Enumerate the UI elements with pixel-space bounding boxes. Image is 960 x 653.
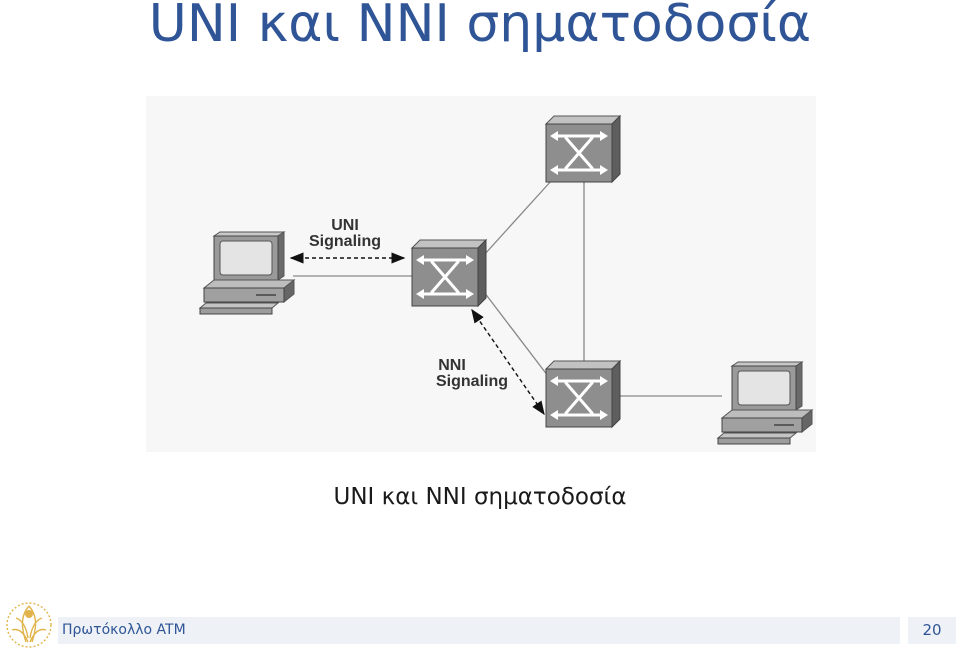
nni-label-line2: Signaling — [436, 373, 508, 390]
nni-signaling-arrow — [471, 308, 545, 416]
footer-bar — [58, 617, 900, 644]
slide-title: UNI και NNI σηματοδοσία — [148, 0, 812, 54]
atm-switch-center-icon — [410, 238, 488, 308]
nni-label-line1: NNI — [438, 357, 466, 374]
end-system-right-icon — [717, 361, 813, 445]
link-center-to-top — [483, 179, 553, 256]
page-number: 20 — [922, 621, 942, 639]
diagram-caption: UNI και NNI σηματοδοσία — [333, 484, 627, 510]
university-logo-icon — [6, 602, 52, 648]
end-system-left-icon — [199, 231, 295, 315]
network-links — [293, 179, 722, 397]
footer-title: Πρωτόκολλο ATM — [62, 622, 186, 638]
uni-label-line2: Signaling — [309, 233, 381, 250]
atm-switch-top-icon — [544, 114, 622, 184]
uni-label-line1: UNI — [331, 217, 359, 234]
link-center-to-bottom — [483, 291, 549, 377]
page-number-box — [908, 617, 956, 644]
atm-switch-bottom-icon — [544, 359, 622, 429]
